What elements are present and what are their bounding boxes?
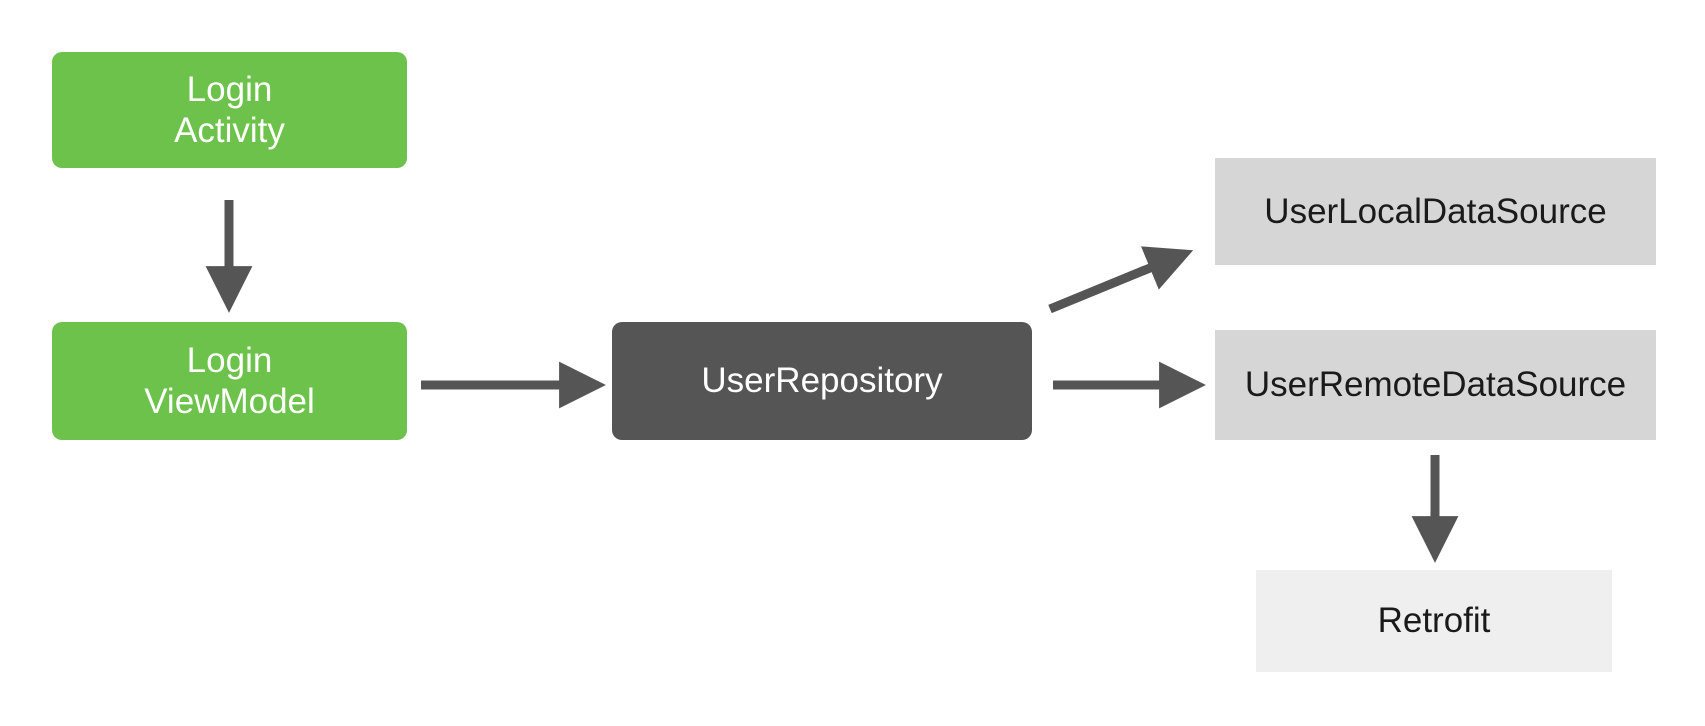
node-login-viewmodel[interactable]: Login ViewModel bbox=[52, 322, 407, 440]
node-user-local-data-source[interactable]: UserLocalDataSource bbox=[1215, 158, 1656, 265]
node-user-remote-data-source[interactable]: UserRemoteDataSource bbox=[1215, 330, 1656, 440]
node-retrofit[interactable]: Retrofit bbox=[1256, 570, 1612, 672]
edge-repository-to-local bbox=[1048, 246, 1194, 314]
node-login-activity[interactable]: Login Activity bbox=[52, 52, 407, 168]
node-user-repository[interactable]: UserRepository bbox=[612, 322, 1032, 440]
